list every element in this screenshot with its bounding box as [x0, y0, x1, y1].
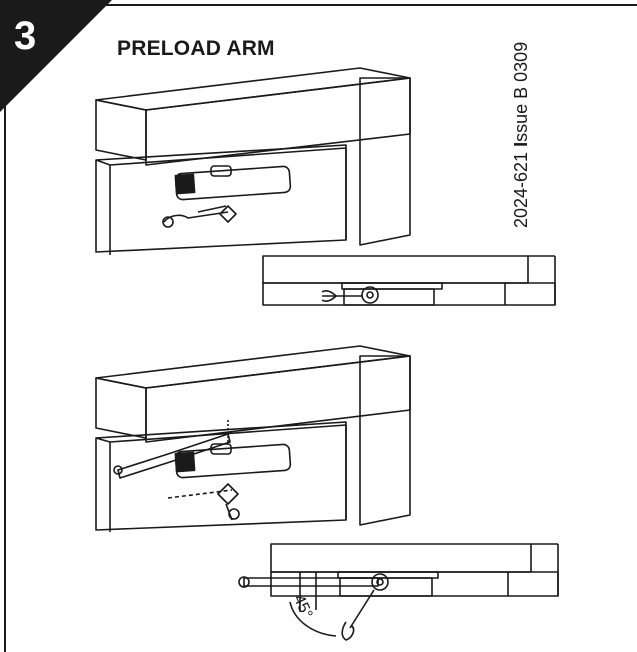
step-number: 3: [14, 14, 37, 58]
frame-left-rule: [4, 4, 6, 652]
door-frame-illustration-1: [95, 67, 411, 255]
plan-view-illustration-2: [238, 543, 559, 641]
issue-label: ssue B: [511, 86, 531, 142]
issue-prefix: I: [511, 141, 531, 147]
document-number: 2024-621: [511, 151, 531, 228]
frame-top-rule: [0, 4, 637, 6]
step-badge: [0, 0, 112, 112]
document-reference: 2024-621 Issue B 0309: [511, 42, 532, 228]
document-code: 0309: [511, 41, 531, 82]
door-frame-illustration-2: [95, 345, 411, 532]
plan-view-illustration-1: [262, 255, 556, 306]
step-title: PRELOAD ARM: [117, 37, 275, 60]
